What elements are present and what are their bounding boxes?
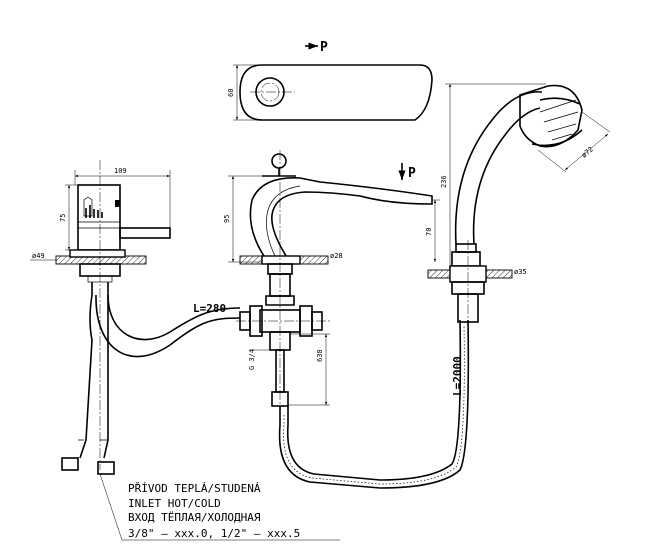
dim-width-top: 109	[114, 167, 127, 175]
dim-height-spout-plan: 60	[227, 89, 235, 97]
label-hose-short: L=280	[193, 302, 226, 315]
inlet-note: PŘÍVOD TEPLÁ/STUDENÁ INLET HOT/COLD ВХОД…	[99, 473, 340, 541]
dim-dia-spout-base: ø28	[330, 252, 343, 260]
label-p-plan: P	[320, 40, 328, 55]
dim-thread: G 3/4	[248, 349, 256, 370]
note-line-2: INLET HOT/COLD	[128, 497, 221, 510]
note-line-1: PŘÍVOD TEPLÁ/STUDENÁ	[128, 482, 261, 495]
dim-height-shower: 236	[440, 175, 448, 188]
mixer-left: 109 75 ø49 L=280	[30, 160, 241, 475]
dim-height-outlet: 70	[425, 228, 433, 236]
spout-plan-view: 60 P	[227, 40, 433, 121]
dim-height-mixer: 75	[59, 214, 67, 222]
dim-dia-base-left: ø49	[32, 252, 45, 260]
note-line-3: ВХОД ТЁПЛАЯ/ХОЛОДНАЯ	[128, 511, 261, 524]
shower-hose: L=2000	[278, 319, 470, 489]
label-hose-long: L=2000	[451, 356, 464, 396]
label-p-side: P	[408, 166, 416, 181]
dim-dia-shower-head: ø72	[580, 145, 595, 159]
dim-height-spout: 95	[223, 215, 231, 223]
dim-length-connector: 630	[316, 349, 324, 362]
spout-side-view: 95 70 P ø28 G 3/4 630	[223, 150, 440, 410]
dim-dia-shower-base: ø35	[514, 268, 527, 276]
hand-shower: ø72 236 ø35	[427, 83, 611, 330]
note-line-4: 3/8" – xxx.0, 1/2" – xxx.5	[128, 527, 300, 540]
